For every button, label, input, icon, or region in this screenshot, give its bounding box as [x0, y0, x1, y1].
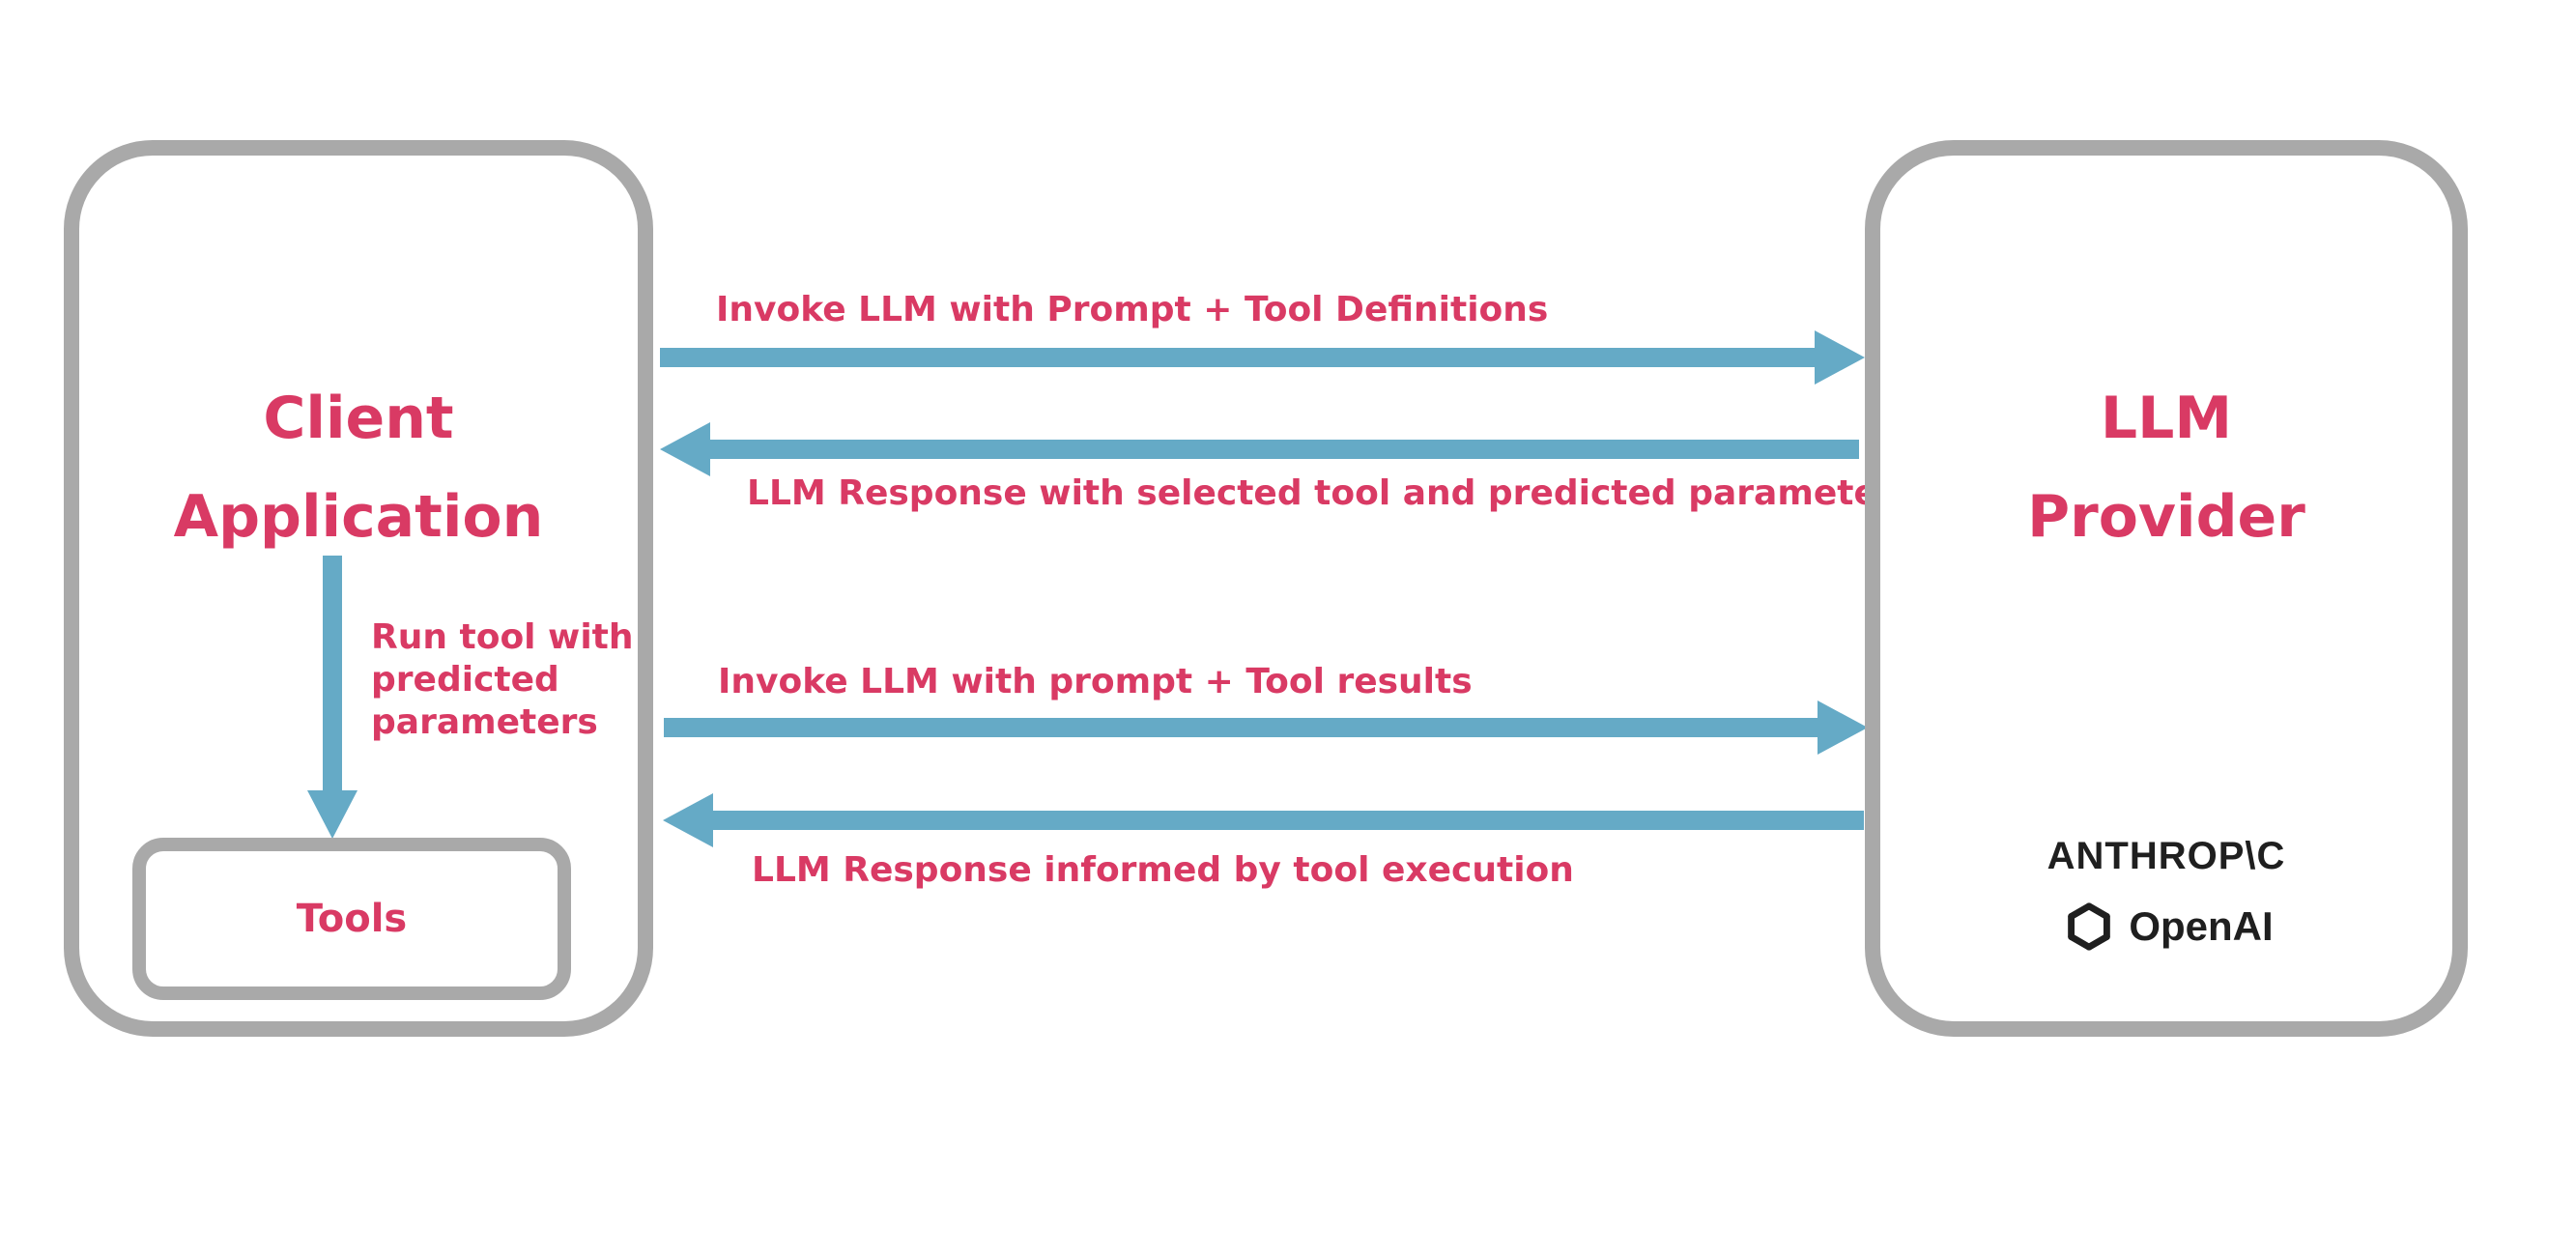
run-tool-label: Run tool with predicted parameters: [371, 616, 634, 744]
arrow-3-label: Invoke LLM with prompt + Tool results: [718, 662, 1473, 701]
tools-label: Tools: [296, 897, 408, 941]
run-tool-label-line-3: parameters: [371, 702, 598, 742]
run-tool-label-line-2: predicted: [371, 660, 559, 700]
arrow-1-body: [660, 348, 1816, 367]
tools-box: Tools: [132, 838, 571, 1000]
arrow-4-body: [713, 811, 1864, 830]
arrow-3-head-right-icon: [1818, 700, 1868, 755]
openai-logo-wordmark: OpenAI: [2129, 903, 2274, 949]
client-application-title: Client Application: [64, 369, 653, 566]
arrow-4-label: LLM Response informed by tool execution: [752, 850, 1574, 890]
provider-title-line-1: LLM: [2100, 385, 2233, 452]
anthropic-logo-wordmark: ANTHROP\C: [2046, 835, 2286, 877]
arrow-2-head-left-icon: [660, 422, 710, 476]
openai-logo: OpenAI: [1865, 897, 2468, 957]
openai-logo-icon: [2068, 902, 2111, 951]
run-tool-arrow-body: [323, 556, 342, 792]
arrow-4-head-left-icon: [663, 793, 713, 847]
arrow-3-body: [664, 718, 1818, 737]
run-tool-label-line-1: Run tool with: [371, 617, 634, 657]
run-tool-arrow-head-down-icon: [307, 790, 358, 839]
arrow-2-label: LLM Response with selected tool and pred…: [747, 473, 1916, 513]
arrow-1-head-right-icon: [1815, 330, 1865, 385]
client-title-line-2: Application: [173, 483, 544, 551]
llm-provider-box: [1865, 140, 2468, 1037]
arrow-1-label: Invoke LLM with Prompt + Tool Definition…: [716, 290, 1549, 329]
llm-provider-title: LLM Provider: [1865, 369, 2468, 566]
client-title-line-1: Client: [263, 385, 454, 452]
arrow-2-body: [710, 440, 1859, 459]
provider-title-line-2: Provider: [2027, 483, 2305, 551]
